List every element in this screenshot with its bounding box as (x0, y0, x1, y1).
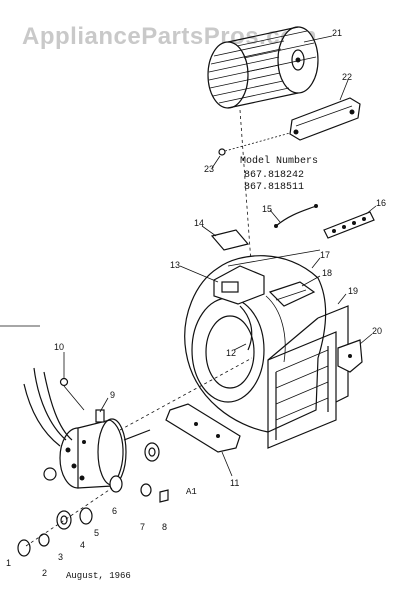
watermark-text: AppliancePartsPros.com (22, 23, 317, 50)
hardware-stack (17, 442, 169, 557)
callout-19: 19 (348, 286, 358, 296)
model-number-2: 867.818511 (244, 182, 304, 193)
group-label: A1 (186, 487, 197, 497)
callout-16: 16 (376, 198, 386, 208)
wire-clip (274, 204, 318, 228)
callout-23: 23 (204, 164, 214, 174)
relay-18 (268, 281, 316, 307)
callout-8: 8 (162, 522, 167, 532)
motor (43, 409, 151, 489)
terminal-strip (323, 211, 375, 239)
callout-22: 22 (342, 72, 352, 82)
motor-wires (23, 367, 73, 447)
date-text: August, 1966 (66, 571, 131, 581)
callout-numbers: 1 2 3 4 5 6 7 8 9 10 11 12 13 14 15 16 1… (6, 28, 386, 578)
wheel-bracket (289, 97, 361, 141)
callout-20: 20 (372, 326, 382, 336)
callout-15: 15 (262, 204, 272, 214)
leader-lines (63, 35, 377, 477)
cover-plate (210, 229, 250, 251)
motor-bracket (165, 403, 241, 453)
callout-18: 18 (322, 268, 332, 278)
terminal-10 (59, 377, 85, 411)
screw-23 (218, 132, 291, 156)
callout-1: 1 (6, 558, 11, 568)
callout-10: 10 (54, 342, 64, 352)
wire-12 (239, 305, 253, 351)
callout-14: 14 (194, 218, 204, 228)
model-numbers-heading: Model Numbers (240, 155, 318, 167)
callout-5: 5 (94, 528, 99, 538)
callout-4: 4 (80, 540, 85, 550)
callout-12: 12 (226, 348, 236, 358)
callout-13: 13 (170, 260, 180, 270)
callout-11: 11 (230, 478, 239, 488)
model-number-1: 867.818242 (244, 170, 304, 181)
callout-3: 3 (58, 552, 63, 562)
capacitor (213, 265, 265, 305)
callout-17: 17 (320, 250, 330, 260)
callout-9: 9 (110, 390, 115, 400)
callout-7: 7 (140, 522, 145, 532)
callout-2: 2 (42, 568, 47, 578)
blower-wheel (207, 26, 319, 109)
callout-21: 21 (332, 28, 342, 38)
callout-6: 6 (112, 506, 117, 516)
bracket-20 (337, 339, 363, 373)
